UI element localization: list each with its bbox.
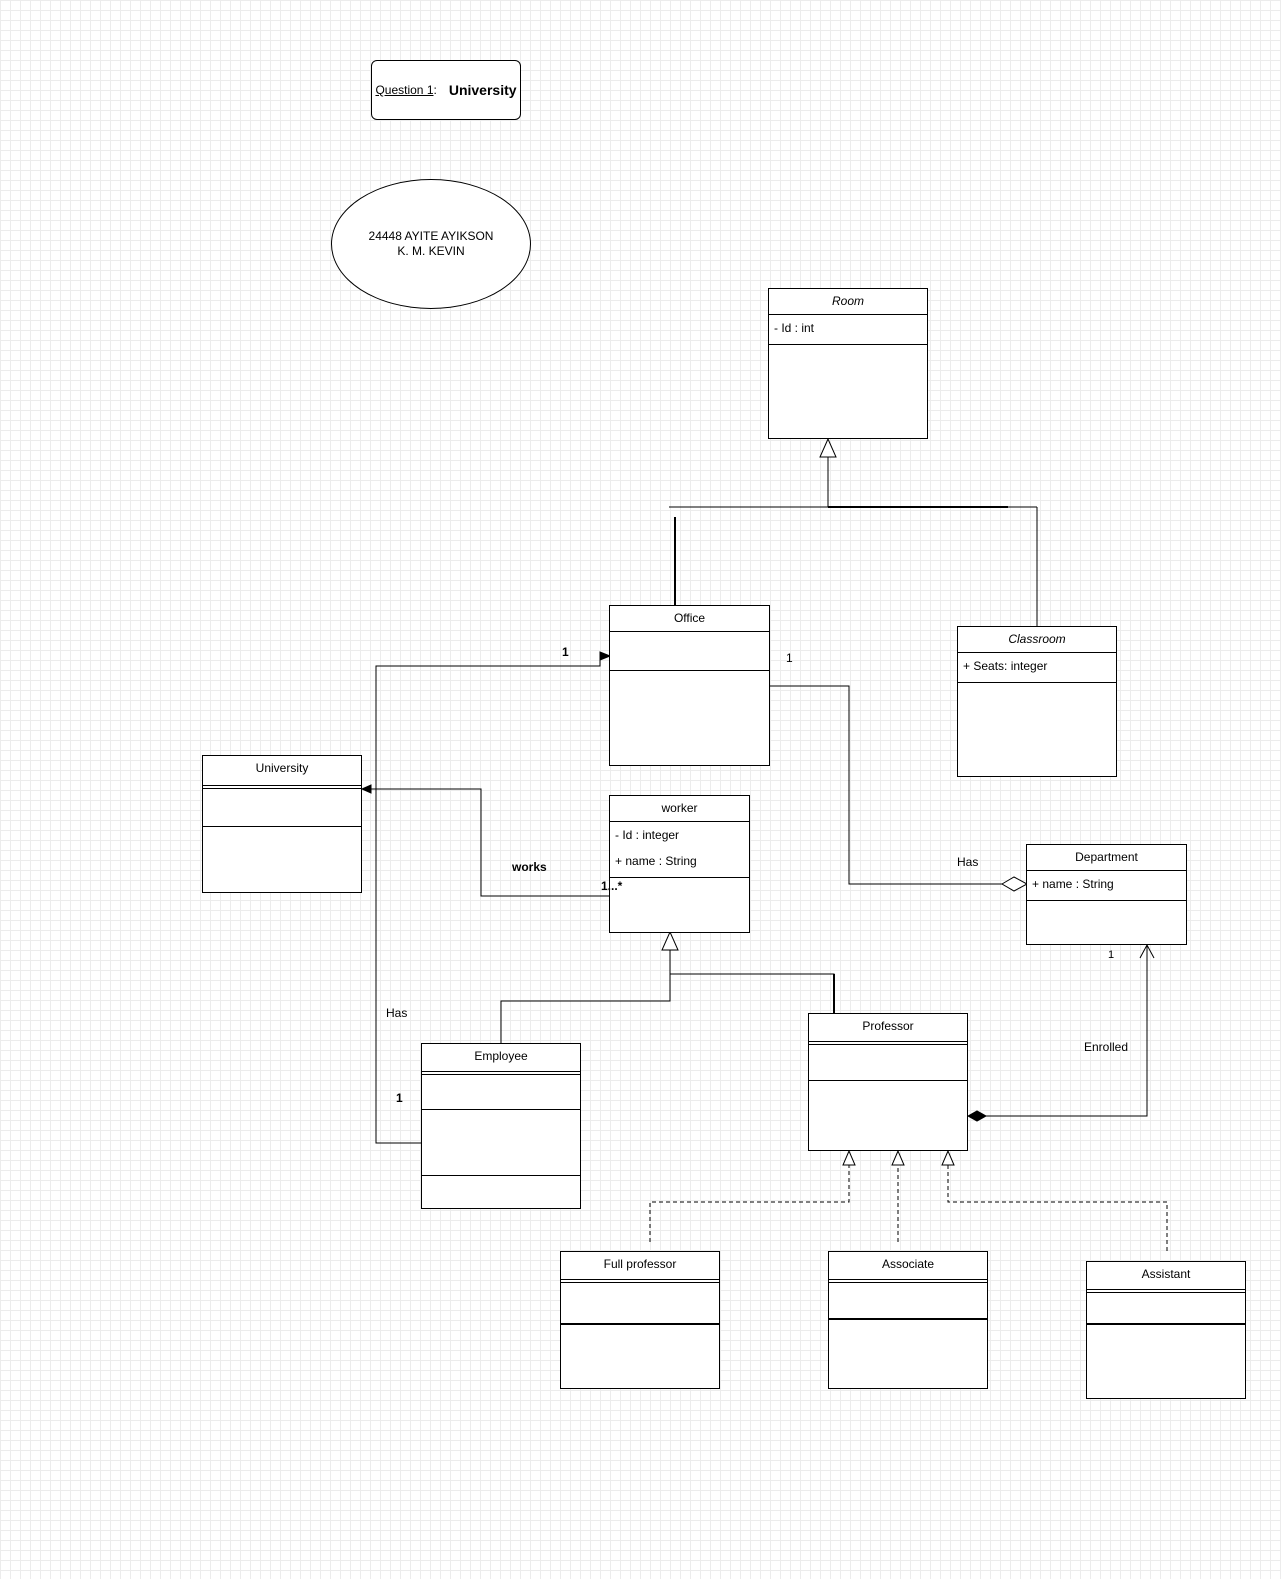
multiplicity-employee: 1: [396, 1091, 403, 1105]
divider: [1087, 1323, 1245, 1325]
divider: [1027, 900, 1186, 901]
class-professor-name: Professor: [862, 1019, 914, 1033]
edge-employee-to-worker: [500, 950, 671, 1043]
class-office-name: Office: [673, 611, 706, 625]
divider: [769, 344, 927, 345]
class-department-name: Department: [1075, 850, 1138, 864]
class-room-name: Room: [831, 294, 864, 308]
multiplicity-works: 1...*: [601, 879, 623, 893]
department-attr-name: + name : String: [1032, 877, 1114, 891]
class-department[interactable]: Department + name : String: [1026, 844, 1187, 945]
office-arrowhead: [599, 651, 612, 661]
class-full-professor-name: Full professor: [603, 1257, 677, 1271]
class-employee-name: Employee: [474, 1049, 528, 1063]
edge-full-professor-realization: [649, 1165, 850, 1242]
class-full-professor[interactable]: Full professor: [560, 1251, 720, 1389]
label-enrolled: Enrolled: [1084, 1040, 1129, 1054]
authors-line-2: K. M. KEVIN: [397, 244, 465, 258]
composition-diamond: [966, 1110, 988, 1122]
divider: [422, 1109, 580, 1110]
divider: [561, 1323, 719, 1325]
realization-arrowhead-associate: [891, 1149, 905, 1166]
room-attr-id: - Id : int: [774, 321, 815, 335]
class-university-name: University: [255, 761, 309, 775]
class-classroom[interactable]: Classroom + Seats: integer: [957, 626, 1117, 777]
worker-attr-id: - Id : integer: [615, 828, 680, 842]
multiplicity-office-employee: 1: [562, 645, 569, 659]
class-professor[interactable]: Professor: [808, 1013, 968, 1151]
divider: [610, 631, 769, 632]
question-colon: :: [433, 83, 437, 97]
edge-professor-to-worker: [670, 973, 835, 1013]
question-label: Question 1: [375, 83, 434, 97]
class-office[interactable]: Office: [609, 605, 770, 766]
label-has-department: Has: [957, 855, 979, 869]
divider: [203, 826, 361, 827]
class-assistant-name: Assistant: [1141, 1267, 1191, 1281]
divider: [958, 682, 1116, 683]
diagram-title-box: Question 1 : University: [371, 60, 521, 120]
multiplicity-department: 1: [1108, 949, 1115, 961]
multiplicity-office-department: 1: [786, 651, 793, 665]
divider: [809, 1041, 967, 1045]
class-classroom-name: Classroom: [1008, 632, 1066, 646]
divider: [422, 1175, 580, 1176]
edge-professor-department-enrolled: [968, 945, 1148, 1117]
authors-ellipse: 24448 AYITE AYIKSON K. M. KEVIN: [331, 179, 531, 309]
edge-assistant-realization: [947, 1165, 1168, 1251]
edge-office-department-has: [769, 685, 1027, 885]
divider: [958, 652, 1116, 653]
classroom-attr-seats: + Seats: integer: [963, 659, 1048, 673]
divider: [769, 314, 927, 315]
class-worker[interactable]: worker - Id : integer + name : String: [609, 795, 750, 933]
class-room[interactable]: Room - Id : int: [768, 288, 928, 439]
realization-arrowhead-assistant: [941, 1149, 955, 1166]
divider: [1087, 1289, 1245, 1293]
class-associate[interactable]: Associate: [828, 1251, 988, 1389]
divider: [422, 1071, 580, 1075]
diagram-title: University: [448, 82, 517, 98]
worker-attr-name: + name : String: [615, 854, 697, 868]
divider: [829, 1279, 987, 1283]
divider: [610, 670, 769, 671]
generalization-arrowhead-room: [819, 437, 837, 458]
class-worker-name: worker: [661, 801, 698, 815]
divider: [610, 821, 749, 822]
aggregation-diamond: [1001, 876, 1029, 892]
label-has-office: Has: [386, 1006, 408, 1020]
department-open-arrowhead: [1139, 943, 1155, 959]
generalization-arrowhead-worker: [661, 930, 679, 951]
label-works: works: [512, 860, 547, 874]
divider: [809, 1080, 967, 1081]
class-assistant[interactable]: Assistant: [1086, 1261, 1246, 1399]
divider: [203, 785, 361, 789]
class-employee[interactable]: Employee: [421, 1043, 581, 1209]
divider: [829, 1318, 987, 1320]
class-university[interactable]: University: [202, 755, 362, 893]
divider: [561, 1279, 719, 1283]
class-associate-name: Associate: [881, 1257, 935, 1271]
university-arrowhead: [360, 784, 372, 794]
divider: [1027, 870, 1186, 871]
divider: [610, 877, 749, 878]
edge-worker-university-works: [362, 788, 610, 897]
realization-arrowhead-full: [842, 1149, 856, 1166]
authors-line-1: 24448 AYITE AYIKSON: [368, 229, 494, 243]
